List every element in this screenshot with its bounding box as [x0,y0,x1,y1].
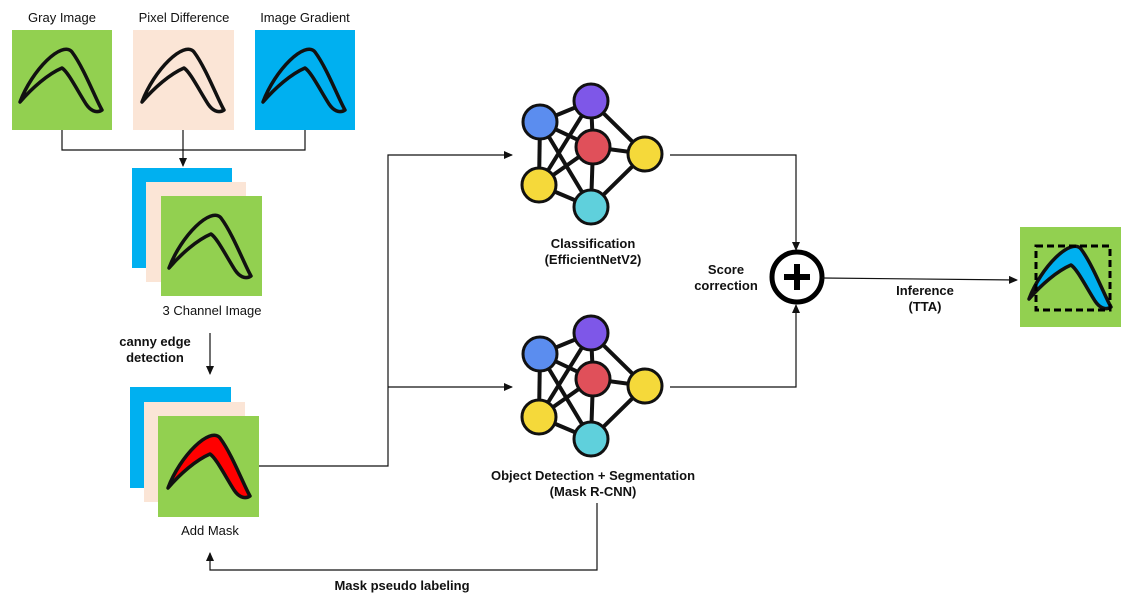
three-channel-label: 3 Channel Image [162,303,262,318]
pixel-difference-tile [133,30,234,130]
class-node-purple [572,82,610,120]
classification-network-icon [520,82,664,226]
pixel-difference-bg [133,30,234,130]
score-fusion-plus-icon [769,249,825,305]
det-node-cyan [572,420,610,458]
class-node-cyan [572,188,610,226]
inference-label-line1: Inference [896,283,954,298]
classification-to-fusion-arrow [670,154,800,251]
detection-label-line1: Object Detection + Segmentation [490,468,696,483]
inference-output-tile [1020,227,1121,327]
gray-image-bg [12,30,112,130]
pseudo-label-feedback-arrow [206,503,598,571]
detection-label-line2: (Mask R-CNN) [549,484,637,499]
class-node-yellow-left [520,166,558,204]
class-node-red [574,128,612,166]
score-correction-label-line1: Score [707,262,745,277]
classification-label-line2: (EfficientNetV2) [544,252,642,267]
canny-edge-label-line1: canny edge [119,334,191,349]
gray-image-label: Gray Image [28,10,96,25]
pixel-difference-label: Pixel Difference [138,10,230,25]
bounding-box [1034,244,1112,312]
image-gradient-label: Image Gradient [260,10,350,25]
inference-label-line2: (TTA) [908,299,942,314]
image-gradient-bg [255,30,355,130]
det-node-blue [521,335,559,373]
det-node-purple [572,314,610,352]
add-mask-label: Add Mask [181,523,239,538]
stack-layer-green [161,196,262,296]
det-node-yellow-left [520,398,558,436]
class-node-yellow-right [626,135,664,173]
mask-layer-green [158,416,259,517]
mask-stack [130,387,259,517]
gray-image-tile [12,30,112,130]
class-node-blue [521,103,559,141]
det-node-yellow-right [626,367,664,405]
fusion-to-inference-arrow [821,275,1018,284]
classification-label-line1: Classification [550,236,636,251]
mask-pseudo-labeling-label: Mask pseudo labeling [334,578,470,593]
detection-to-fusion-arrow [670,304,800,388]
image-gradient-tile [255,30,355,130]
canny-edge-label-line2: detection [126,350,184,365]
det-node-red [574,360,612,398]
detection-network-icon [520,314,664,458]
score-correction-label-line2: correction [694,278,758,293]
mask-boomerang [166,433,252,500]
mask-to-classification-arrow [259,151,513,467]
three-channel-stack [132,168,262,296]
